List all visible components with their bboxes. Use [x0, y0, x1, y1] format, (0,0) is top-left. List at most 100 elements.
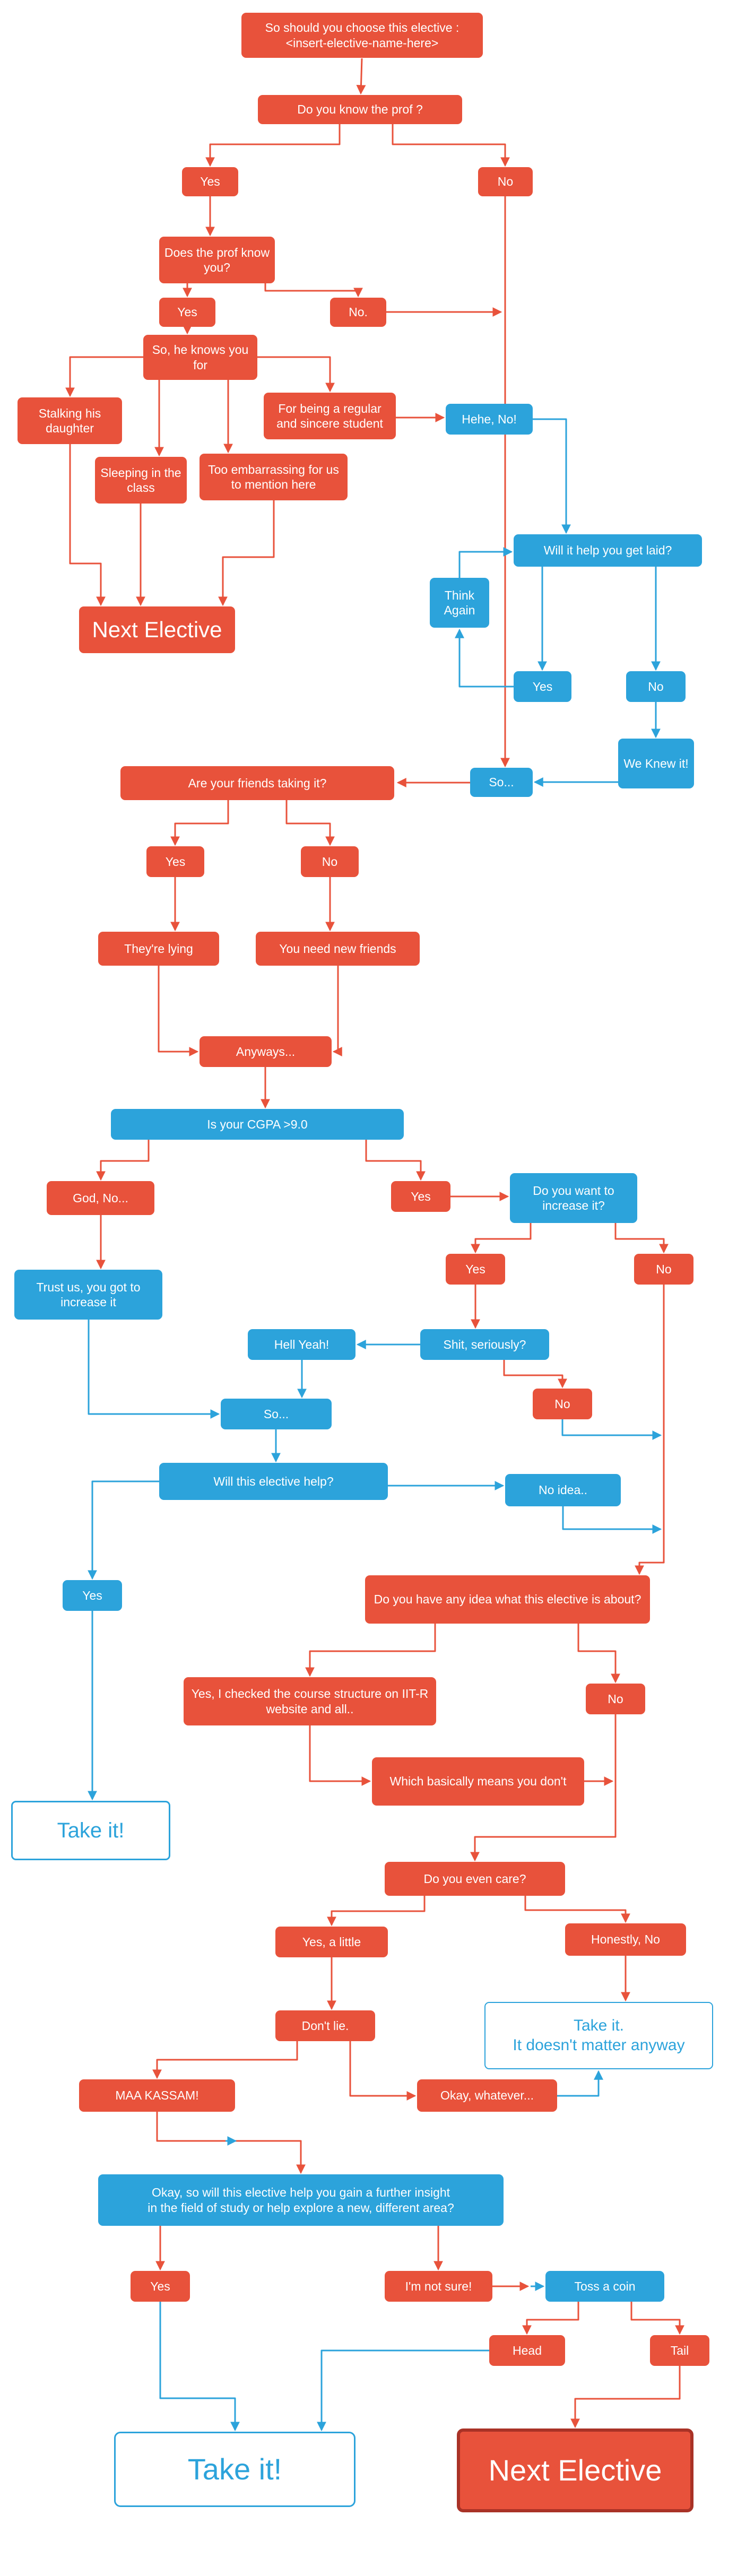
connector [562, 1506, 662, 1534]
connector [158, 966, 199, 1056]
connector [159, 2302, 240, 2432]
node-seriously-no: No [533, 1389, 592, 1419]
node-next-elective-final: Next Elective [457, 2428, 693, 2512]
node-take-it-final: Take it! [114, 2432, 356, 2507]
connector [218, 500, 275, 606]
node-get-laid: Will it help you get laid? [514, 534, 702, 567]
connector [470, 1714, 617, 1862]
connector [305, 1624, 436, 1677]
node-hell-yeah: Hell Yeah! [248, 1329, 356, 1360]
connector [392, 124, 510, 167]
node-coin-head: Head [489, 2335, 565, 2366]
node-sleeping-class: Sleeping in the class [95, 457, 187, 504]
node-not-sure: I'm not sure! [385, 2271, 492, 2302]
node-final-yes: Yes [131, 2271, 190, 2302]
connector [349, 2041, 417, 2101]
node-elective-help-yes: Yes [63, 1580, 122, 1611]
connector [533, 418, 571, 534]
connector [365, 1140, 426, 1181]
node-maa-kassam: MAA KASSAM! [79, 2079, 235, 2112]
connector [65, 356, 143, 397]
connector [317, 2349, 489, 2432]
node-so-2: So... [221, 1399, 332, 1429]
node-coin-tail: Tail [650, 2335, 709, 2366]
node-too-embarrassing: Too embarrassing for us to mention here [200, 454, 348, 500]
node-take-it-1: Take it! [11, 1801, 170, 1860]
connector [285, 800, 335, 846]
node-need-new-friends: You need new friends [256, 932, 420, 966]
node-god-no: God, No... [47, 1181, 154, 1215]
connector [356, 58, 366, 95]
node-know-prof: Do you know the prof ? [258, 95, 462, 124]
node-prof-knows-you: Does the prof know you? [159, 237, 275, 283]
node-we-knew-it: We Knew it! [618, 739, 694, 788]
node-prof-knows-you-yes: Yes [159, 298, 215, 327]
node-prof-knows-you-no: No. [330, 298, 386, 327]
connector [264, 283, 363, 298]
node-know-prof-no: No [478, 167, 533, 196]
node-want-increase: Do you want to increase it? [510, 1173, 637, 1223]
node-theyre-lying: They're lying [98, 932, 219, 966]
connector [88, 1480, 159, 1580]
connector [635, 1285, 665, 1575]
node-stalking-daughter: Stalking his daughter [18, 397, 122, 444]
node-cgpa-yes: Yes [391, 1181, 450, 1212]
node-trust-us: Trust us, you got to increase it [14, 1270, 162, 1320]
connector [309, 1725, 371, 1786]
node-basically-dont: Which basically means you don't [372, 1757, 584, 1806]
connector [471, 1223, 532, 1254]
node-start-question: So should you choose this elective : <in… [241, 13, 483, 58]
node-care-honestly-no: Honestly, No [565, 1923, 686, 1956]
connector [96, 1140, 150, 1181]
node-checked-structure: Yes, I checked the course structure on I… [184, 1677, 436, 1725]
connector [205, 124, 341, 167]
node-care-yes-little: Yes, a little [275, 1927, 388, 1957]
connector [69, 444, 106, 606]
node-friends-no: No [301, 846, 359, 877]
node-increase-no: No [634, 1254, 693, 1285]
node-regular-student: For being a regular and sincere student [264, 393, 396, 439]
node-think-again: Think Again [430, 578, 489, 628]
connector [156, 2112, 306, 2174]
node-no-idea: No idea.. [505, 1474, 621, 1506]
node-final-question: Okay, so will this elective help you gai… [98, 2174, 504, 2226]
connector [577, 1624, 620, 1684]
node-increase-yes: Yes [446, 1254, 505, 1285]
node-knows-you-for: So, he knows you for [143, 335, 257, 380]
node-friends-yes: Yes [146, 846, 204, 877]
connector [327, 1896, 426, 1927]
connector [630, 2302, 684, 2335]
connector [257, 356, 335, 393]
node-toss-coin: Toss a coin [545, 2271, 664, 2302]
node-even-care: Do you even care? [385, 1862, 565, 1896]
node-any-idea: Do you have any idea what this elective … [365, 1575, 650, 1624]
node-okay-whatever: Okay, whatever... [417, 2079, 557, 2112]
connector [561, 1419, 662, 1440]
connector [557, 2070, 603, 2097]
node-anyways: Anyways... [200, 1036, 332, 1067]
node-take-it-anyway: Take it. It doesn't matter anyway [484, 2002, 713, 2069]
node-so-1: So... [470, 768, 533, 797]
node-any-idea-no: No [586, 1684, 645, 1714]
node-elective-help: Will this elective help? [159, 1463, 388, 1500]
connector [88, 1320, 220, 1419]
node-cgpa: Is your CGPA >9.0 [111, 1109, 404, 1140]
node-shit-seriously: Shit, seriously? [420, 1329, 549, 1360]
connector [458, 547, 513, 578]
connector [170, 800, 229, 846]
connector [455, 628, 514, 688]
node-next-elective-top: Next Elective [79, 606, 235, 653]
connector [524, 1896, 630, 1923]
connector [503, 1360, 567, 1389]
connector [522, 2302, 579, 2335]
node-get-laid-no: No [626, 671, 686, 702]
connector [152, 2041, 298, 2079]
node-hehe-no: Hehe, No! [446, 404, 533, 435]
connector [570, 2366, 681, 2428]
node-friends-taking: Are your friends taking it? [120, 766, 394, 800]
connector [332, 966, 342, 1056]
connector [614, 1223, 669, 1254]
node-dont-lie: Don't lie. [275, 2010, 375, 2041]
